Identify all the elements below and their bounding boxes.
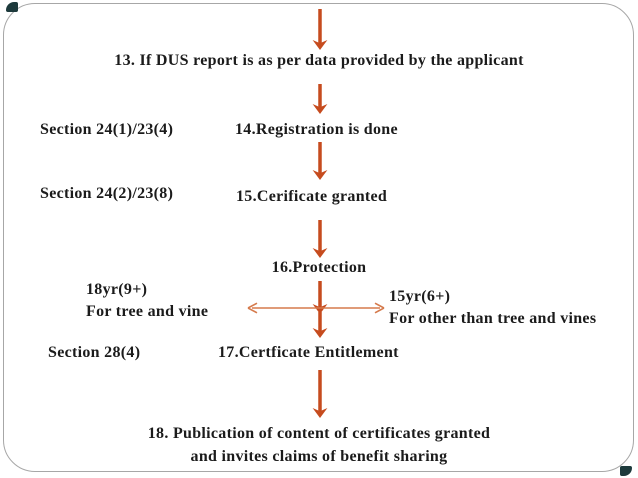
step-18-line2: and invites claims of benefit sharing: [190, 448, 448, 465]
down-arrow-icon: [312, 281, 328, 314]
step-15-text: 15.Cerificate granted: [236, 188, 388, 205]
step-16-text: 16.Protection: [271, 259, 367, 276]
step-18-line1: 18. Publication of content of certificat…: [147, 425, 491, 442]
left-duration-line2: For tree and vine: [86, 303, 209, 320]
corner-accent-top-left-icon: [6, 2, 18, 12]
down-arrow-icon: [312, 370, 328, 418]
right-duration-label: 15yr(6+) For other than tree and vines: [389, 286, 596, 330]
step-13-text: 13. If DUS report is as per data provide…: [114, 52, 524, 69]
double-headed-arrow-icon: [247, 302, 385, 314]
down-arrow-icon: [312, 9, 328, 50]
right-duration-line1: 15yr(6+): [389, 288, 451, 305]
down-arrow-icon: [312, 220, 328, 258]
section-label-24-2: Section 24(2)/23(8): [40, 185, 174, 202]
section-label-28: Section 28(4): [48, 344, 141, 361]
left-duration-line1: 18yr(9+): [86, 281, 148, 298]
section-label-24-1: Section 24(1)/23(4): [40, 121, 174, 138]
step-18-text: 18. Publication of content of certificat…: [0, 422, 638, 468]
step-14-text: 14.Registration is done: [235, 121, 398, 138]
step-17-text: 17.Certficate Entitlement: [218, 344, 399, 361]
corner-accent-bottom-right-icon: [620, 466, 632, 476]
down-arrow-icon: [312, 142, 328, 180]
down-arrow-icon: [312, 84, 328, 114]
down-arrow-icon: [312, 312, 328, 338]
left-duration-label: 18yr(9+) For tree and vine: [86, 279, 208, 323]
right-duration-line2: For other than tree and vines: [389, 310, 597, 327]
